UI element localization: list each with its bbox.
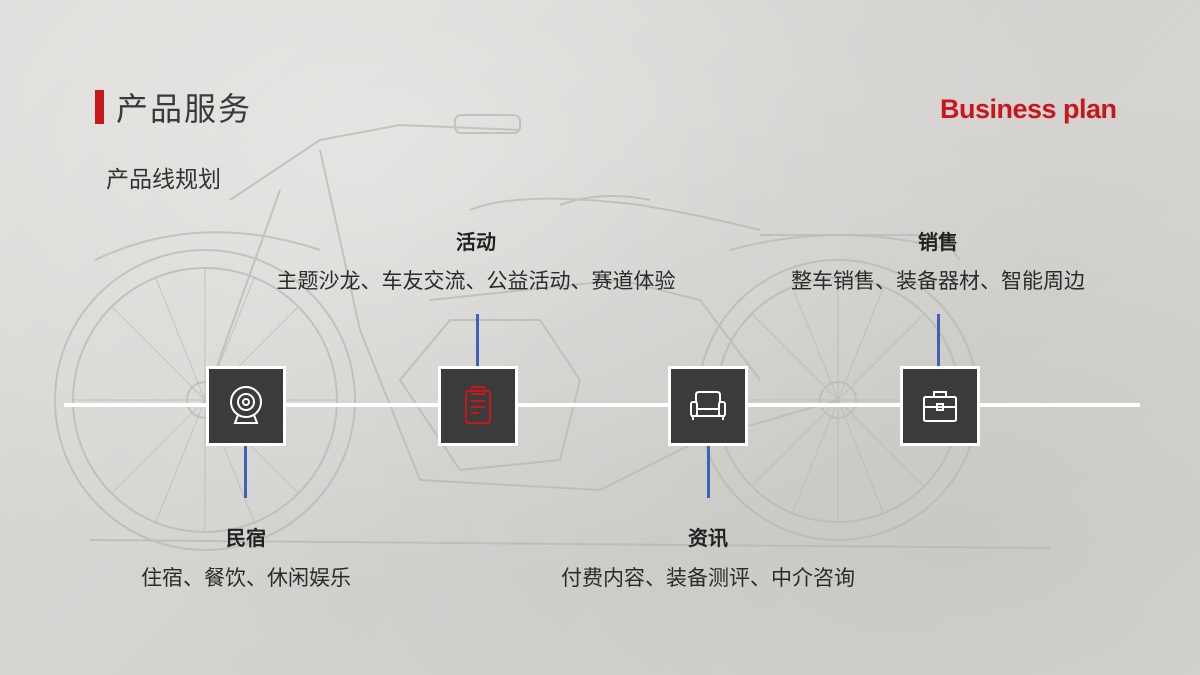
connector-minsu [244, 446, 247, 498]
node-desc-zixun: 付费内容、装备测评、中介咨询 [561, 566, 855, 590]
toolbox-icon [923, 391, 957, 422]
node-title-zixun: 资讯 [688, 526, 728, 550]
connector-huodong [476, 314, 479, 366]
node-desc-huodong: 主题沙龙、车友交流、公益活动、赛道体验 [276, 269, 676, 293]
page-title: 产品服务 [116, 90, 253, 128]
timeline-node-zixun[interactable] [668, 366, 748, 446]
timeline-node-xiaoshou[interactable] [900, 366, 980, 446]
node-title-huodong: 活动 [456, 230, 496, 254]
brand-logo-text: Business plan [940, 94, 1117, 124]
node-title-xiaoshou: 销售 [918, 230, 958, 254]
timeline-node-minsu[interactable] [206, 366, 286, 446]
connector-xiaoshou [937, 314, 940, 366]
node-title-minsu: 民宿 [226, 526, 266, 550]
title-accent-bar [95, 90, 104, 124]
sofa-icon [690, 391, 726, 420]
clipboard-icon [465, 386, 491, 424]
node-desc-xiaoshou: 整车销售、装备器材、智能周边 [791, 269, 1085, 293]
timeline-line [64, 403, 1140, 407]
webcam-icon [230, 386, 262, 424]
node-desc-minsu: 住宿、餐饮、休闲娱乐 [141, 566, 351, 590]
page-subtitle: 产品线规划 [106, 167, 221, 193]
timeline-node-huodong[interactable] [438, 366, 518, 446]
connector-zixun [707, 446, 710, 498]
